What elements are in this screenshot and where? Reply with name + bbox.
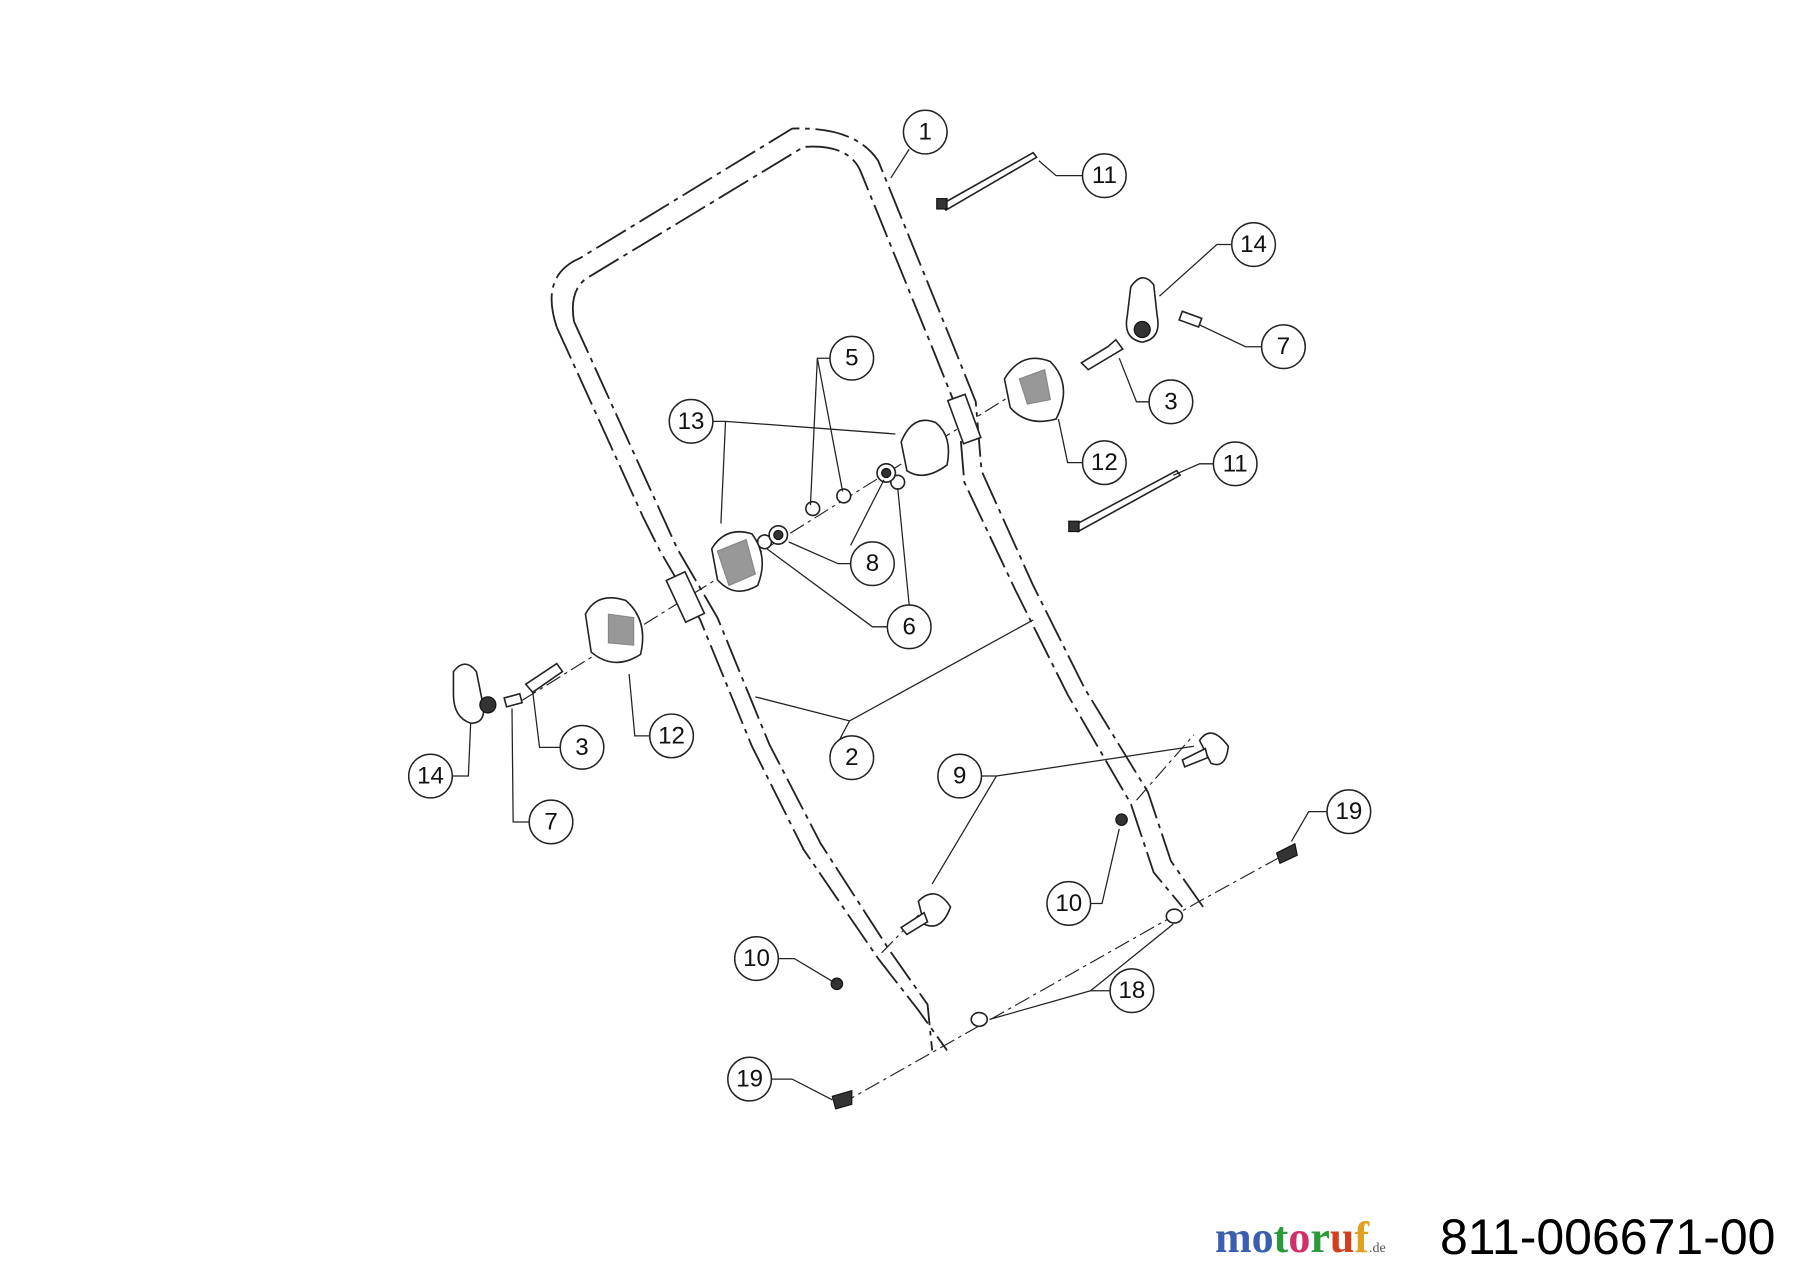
watermark-letter: r (1310, 1213, 1330, 1262)
watermark-text: motoruf (1215, 1212, 1369, 1263)
callout-10: 10 (733, 936, 780, 982)
svg-text:8: 8 (866, 550, 879, 577)
callout-19: 19 (1326, 789, 1372, 835)
callout-1: 1 (902, 109, 948, 155)
svg-text:13: 13 (678, 408, 705, 435)
svg-text:14: 14 (417, 763, 444, 790)
parts (452, 151, 1298, 1110)
watermark-letter: o (1251, 1213, 1274, 1262)
cable-tie-upper (940, 151, 1038, 212)
callout-8: 8 (849, 541, 896, 587)
svg-text:9: 9 (953, 763, 966, 790)
callout-5: 5 (829, 335, 875, 381)
svg-text:7: 7 (544, 808, 557, 835)
callout-3: 3 (1148, 379, 1194, 425)
knob-inner-right (900, 419, 950, 477)
callout-7: 7 (1260, 324, 1306, 370)
bolt-right (1080, 338, 1124, 371)
leader-lines (452, 148, 1328, 1101)
watermark-letter: o (1288, 1213, 1311, 1262)
watermark-logo: motoruf.de (1215, 1212, 1386, 1263)
watermark-suffix: .de (1368, 1241, 1386, 1256)
svg-text:18: 18 (1118, 977, 1145, 1004)
watermark-letter: t (1273, 1213, 1289, 1262)
knob-right (1198, 732, 1230, 766)
svg-text:1: 1 (919, 119, 932, 146)
callout-7: 7 (528, 799, 574, 845)
svg-text:10: 10 (1055, 890, 1082, 917)
svg-text:19: 19 (736, 1066, 763, 1093)
callout-18: 18 (1109, 968, 1155, 1014)
svg-text:11: 11 (1223, 450, 1248, 477)
watermark-letter: m (1215, 1213, 1252, 1262)
watermark-letter: u (1329, 1213, 1355, 1262)
handle-frame (550, 127, 1204, 1051)
pin-right (1178, 310, 1203, 329)
svg-text:19: 19 (1335, 798, 1362, 825)
callout-12: 12 (1081, 440, 1127, 486)
bolt-left (524, 662, 564, 694)
svg-text:3: 3 (1164, 388, 1177, 415)
svg-text:3: 3 (575, 734, 588, 761)
callout-13: 13 (668, 398, 714, 444)
callout-12: 12 (648, 713, 695, 759)
watermark-letter: f (1354, 1213, 1369, 1262)
svg-text:6: 6 (902, 613, 915, 640)
svg-text:12: 12 (658, 722, 685, 749)
callout-10: 10 (1046, 880, 1092, 927)
svg-text:14: 14 (1240, 231, 1267, 258)
callout-14: 14 (407, 753, 454, 799)
svg-text:10: 10 (743, 945, 770, 972)
callout-2: 2 (829, 735, 875, 781)
svg-text:11: 11 (1092, 162, 1117, 189)
callout-14: 14 (1231, 221, 1277, 268)
lever-left (452, 663, 485, 725)
callout-11: 11 (1212, 441, 1258, 487)
bolt-19-left (831, 1089, 853, 1110)
bolt-19-right (1275, 842, 1298, 865)
callout-11: 11 (1081, 153, 1127, 199)
callout-3: 3 (559, 724, 605, 770)
svg-text:12: 12 (1091, 449, 1118, 476)
callout-19: 19 (727, 1056, 773, 1102)
callout-9: 9 (937, 753, 983, 799)
callout-6: 6 (886, 604, 932, 650)
diagram-part-number: 811-006671-00 (1440, 1209, 1776, 1265)
svg-text:2: 2 (845, 744, 858, 771)
cable-tie-lower (1072, 469, 1182, 533)
svg-text:5: 5 (845, 345, 858, 372)
svg-text:7: 7 (1277, 333, 1290, 360)
